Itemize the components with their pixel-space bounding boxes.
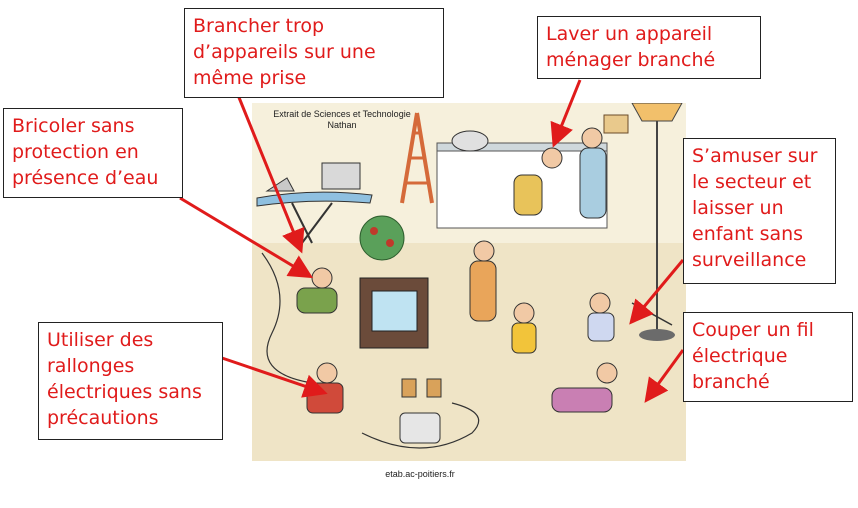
credit-line-1: Extrait de Sciences et Technologie (273, 109, 411, 119)
callout-laver: Laver un appareil ménager branché (537, 16, 761, 79)
television (359, 277, 429, 349)
callout-couper: Couper un fil électrique branché (683, 312, 853, 402)
callout-bricoler: Bricoler sans protection en présence d’e… (3, 108, 183, 198)
stepladder (400, 112, 434, 204)
illustration: Extrait de Sciences et Technologie Natha… (252, 103, 686, 461)
people (296, 127, 618, 414)
image-source: etab.ac-poitiers.fr (385, 469, 455, 479)
credit-line-2: Nathan (327, 120, 357, 130)
illustration-credit: Extrait de Sciences et Technologie Natha… (262, 109, 422, 131)
home-hazard-illustration (252, 103, 686, 461)
toaster (399, 378, 442, 444)
callout-secteur: S’amuser sur le secteur et laisser un en… (683, 138, 836, 284)
callout-rallonges: Utiliser des rallonges électriques sans … (38, 322, 223, 440)
radio-icon (321, 162, 361, 190)
callout-multiprise: Brancher trop d’appareils sur une même p… (184, 8, 444, 98)
